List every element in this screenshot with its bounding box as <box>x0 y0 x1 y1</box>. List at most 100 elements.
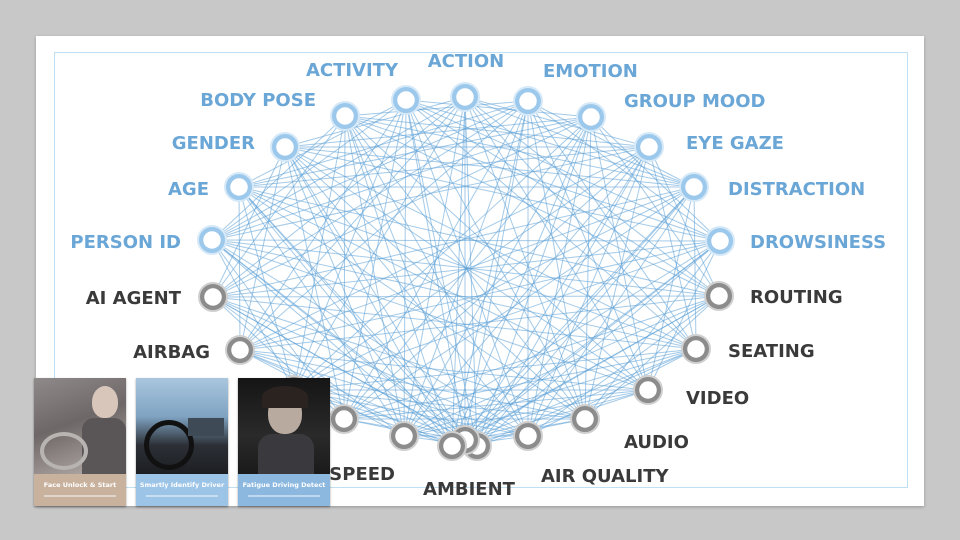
node-label: BODY POSE <box>200 90 316 111</box>
thumbnail-subtext <box>146 495 218 497</box>
connection-line <box>344 115 720 297</box>
connection-line <box>284 146 453 447</box>
node-ring-halo <box>329 404 359 434</box>
connection-line <box>527 100 697 350</box>
node-label: GENDER <box>172 133 255 154</box>
node-label: AMBIENT <box>423 479 516 500</box>
node-ring-halo <box>633 375 663 405</box>
connection-line <box>343 115 346 420</box>
connection-line <box>464 96 649 391</box>
connection-line <box>451 186 695 447</box>
connection-line <box>403 99 407 437</box>
thumbnail-photo <box>136 378 228 474</box>
thumbnail-identify-driver[interactable]: Smartly Identify Driver <box>136 378 228 506</box>
connection-line <box>527 100 586 420</box>
connection-line <box>527 146 650 437</box>
connection-line <box>405 99 478 447</box>
node-label: EMOTION <box>543 61 638 82</box>
connection-line <box>527 295 720 437</box>
connection-line <box>403 295 720 437</box>
node-ring <box>514 422 542 450</box>
connection-line <box>344 100 529 117</box>
connection-line <box>648 146 697 350</box>
connection-line <box>284 146 649 391</box>
connection-line <box>344 115 453 447</box>
connection-line <box>403 116 592 437</box>
node-label: ACTIVITY <box>306 60 399 81</box>
connection-line <box>238 186 295 391</box>
connection-line <box>239 100 529 351</box>
connection-line <box>211 239 697 350</box>
node-ring <box>680 173 708 201</box>
node-label: PERSON ID <box>70 232 181 253</box>
node-rings <box>197 82 735 461</box>
node-label: AUDIO <box>624 432 689 453</box>
connection-line <box>648 146 720 297</box>
connection-line <box>584 116 592 420</box>
connection-line <box>238 186 453 447</box>
connection-line <box>405 99 466 441</box>
connection-line <box>405 99 529 437</box>
node-ring-halo <box>198 282 228 312</box>
connection-line <box>293 240 721 391</box>
connection-line <box>584 240 721 420</box>
node-ring-halo <box>225 335 255 365</box>
node-ring <box>199 283 227 311</box>
connection-line <box>212 146 286 298</box>
connection-line <box>344 115 650 148</box>
node-label: AGE <box>168 179 209 200</box>
connection-line <box>284 146 586 420</box>
connection-line <box>476 389 649 447</box>
node-ring <box>706 227 734 255</box>
thumbnail-caption: Face Unlock & Start <box>43 481 117 489</box>
connection-line <box>464 389 649 441</box>
node-ring <box>392 86 420 114</box>
node-ring <box>225 173 253 201</box>
connection-line <box>284 146 529 437</box>
node-ring <box>198 226 226 254</box>
node-ring-halo <box>576 102 606 132</box>
connection-line <box>211 100 529 241</box>
node-ring <box>390 422 418 450</box>
connection-line <box>343 99 407 420</box>
connection-line <box>405 99 721 242</box>
connection-line <box>284 146 345 420</box>
node-ring-halo <box>224 172 254 202</box>
connection-line <box>344 115 649 391</box>
connection-line <box>211 115 346 241</box>
connection-line <box>212 296 405 437</box>
connection-line <box>464 96 697 350</box>
connection-line <box>584 146 650 420</box>
node-label: AI AGENT <box>86 288 182 309</box>
connection-line <box>211 239 721 242</box>
thumbnail-photo <box>34 378 126 474</box>
connection-line <box>238 186 586 420</box>
node-ring <box>514 87 542 115</box>
connection-line <box>451 116 592 447</box>
thumbnail-fatigue-detect[interactable]: Fatigue Driving Detect <box>238 378 330 506</box>
thumbnail-subtext <box>44 495 116 497</box>
connection-line <box>211 116 592 241</box>
thumbnail-caption: Smartly Identify Driver <box>139 481 225 489</box>
connection-line <box>212 100 529 298</box>
connection-line <box>405 99 720 297</box>
connection-line <box>212 296 586 420</box>
connection-line <box>344 115 721 242</box>
connection-line <box>239 99 407 351</box>
node-ring <box>577 103 605 131</box>
node-ring-halo <box>437 431 467 461</box>
node-ring <box>438 432 466 460</box>
node-label: DISTRACTION <box>728 179 865 200</box>
thumbnail-face-unlock[interactable]: Face Unlock & Start <box>34 378 126 506</box>
connection-line <box>293 115 346 391</box>
connection-line <box>693 186 697 350</box>
node-label: GROUP MOOD <box>624 91 765 112</box>
connection-line <box>405 99 586 420</box>
connection-line <box>590 116 649 391</box>
thumbnail-photo <box>238 378 330 474</box>
node-ring <box>634 376 662 404</box>
node-ring-halo <box>330 101 360 131</box>
connection-line <box>284 146 721 242</box>
